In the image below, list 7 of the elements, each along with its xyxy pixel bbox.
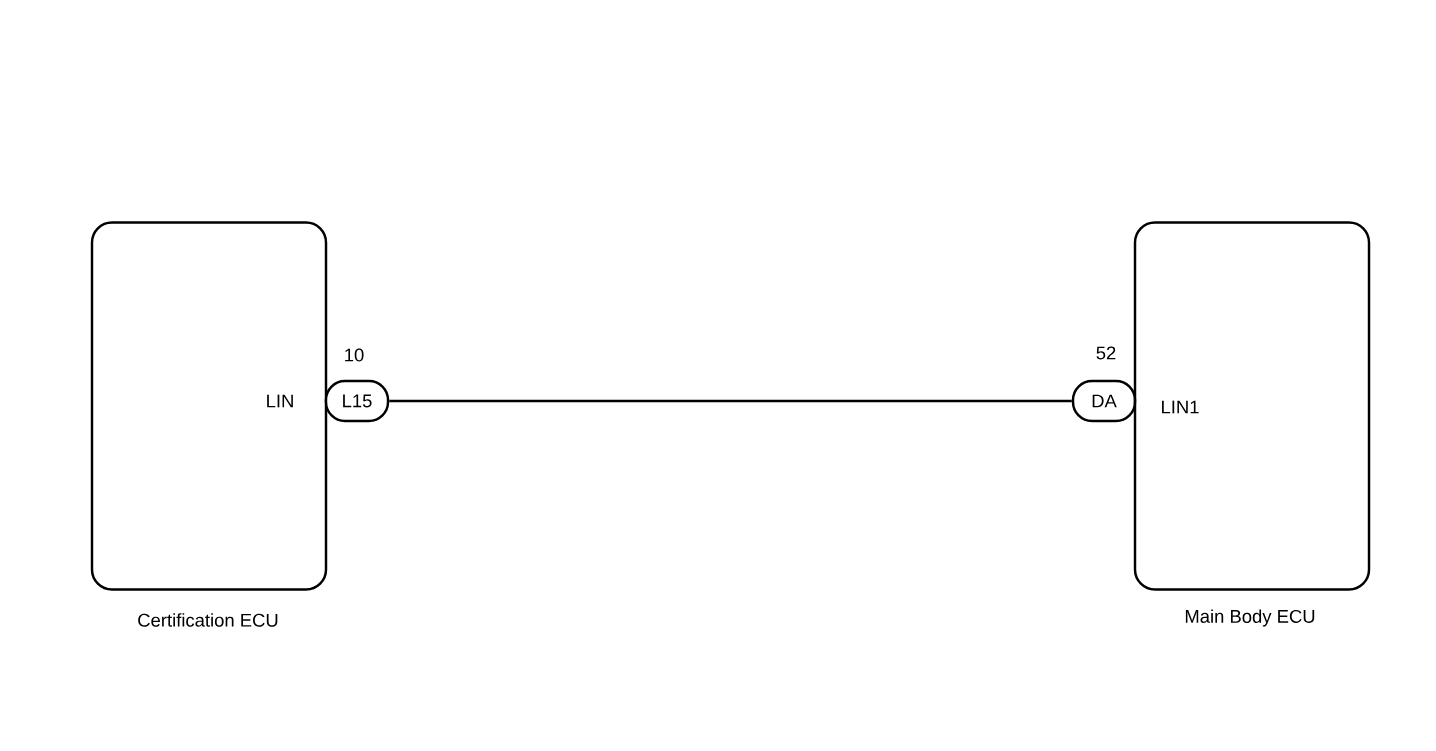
ecu-name: Main Body ECU xyxy=(1185,609,1315,627)
pin-number: 10 xyxy=(345,348,364,362)
ecu-name: Certification ECU xyxy=(138,613,278,627)
wire xyxy=(389,399,1072,403)
pin-number: 52 xyxy=(1096,346,1116,360)
pin-name: LIN1 xyxy=(1162,400,1199,414)
pin-name: LIN xyxy=(267,394,293,408)
